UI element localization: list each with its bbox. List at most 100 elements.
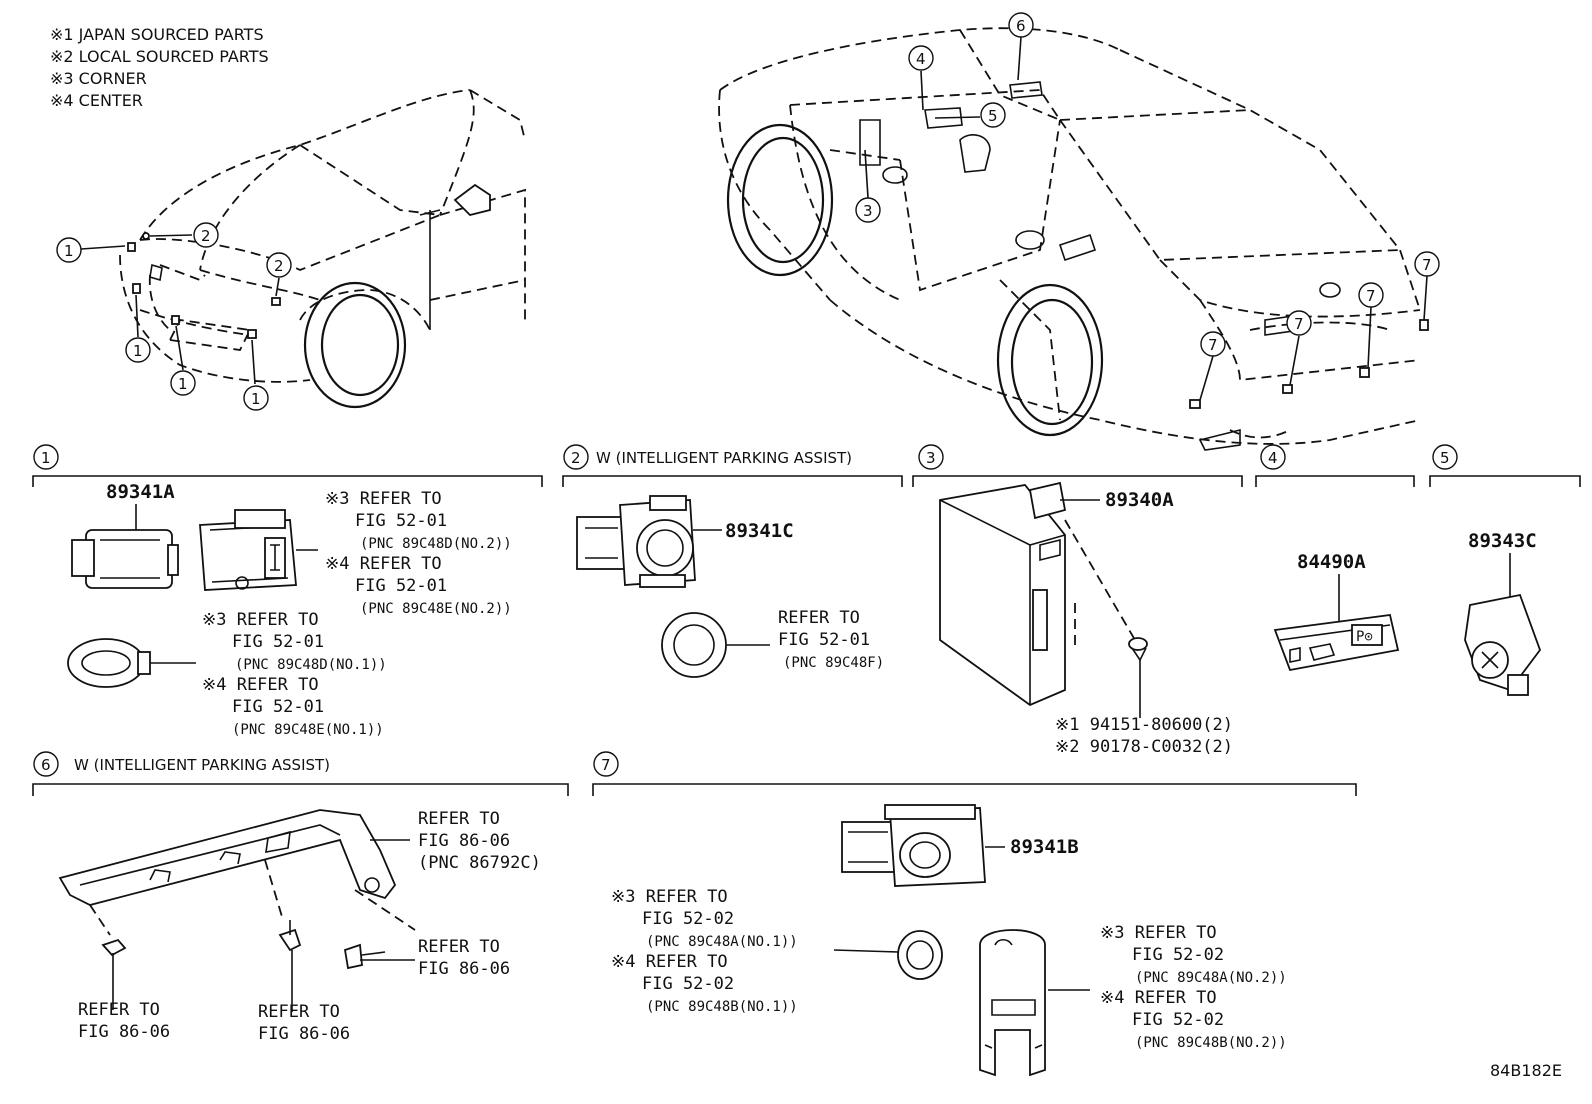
ref-7b-line2: FIG 52-02 (642, 974, 734, 994)
section-4-parts: 84490A P⊙ (1273, 551, 1400, 672)
pr-switch-label: P⊙ (1356, 629, 1373, 645)
sensor-bracket-section-7 (979, 929, 1046, 1077)
ref-7d-line3: (PNC 89C48B(NO.2)) (1135, 1035, 1287, 1051)
callout-3: 3 (863, 202, 873, 220)
section-6-header: 6 W (INTELLIGENT PARKING ASSIST) (32, 751, 569, 796)
ref-6d-line1: REFER TO (258, 1002, 340, 1022)
part-89340A-label: 89340A (1105, 489, 1174, 511)
section-6-number: 6 (41, 756, 51, 774)
ref-7c-line3: (PNC 89C48A(NO.2)) (1135, 970, 1287, 986)
section-2-parts: 89341C REFER TO FIG 52-01 (PNC 89C48F) (576, 495, 884, 678)
section-7-header: 7 (592, 751, 1357, 796)
section-5-number: 5 (1440, 449, 1450, 467)
ref-1c: ※3 REFER TO FIG 52-01 (PNC 89C48D(NO.1)) (202, 610, 387, 673)
front-car-illustration (80, 89, 526, 409)
ref-1c-line2: FIG 52-01 (232, 632, 324, 652)
section-4-header: 4 (1255, 444, 1415, 487)
ref-6c: REFER TO FIG 86-06 (78, 1000, 170, 1042)
ref-7c: ※3 REFER TO FIG 52-02 (PNC 89C48A(NO.2)) (1100, 923, 1287, 986)
section-5-header: 5 (1429, 444, 1581, 487)
section-6-title: W (INTELLIGENT PARKING ASSIST) (74, 756, 330, 774)
front-car-callouts: 1 2 1 1 1 2 (56, 222, 292, 411)
ref-6b-line2: FIG 86-06 (418, 959, 510, 979)
ref-3-line1: ※1 94151-80600(2) (1055, 715, 1233, 735)
ref-7b-line1: ※4 REFER TO (611, 952, 728, 972)
ref-7d-line2: FIG 52-02 (1132, 1010, 1224, 1030)
section-2-header: 2 W (INTELLIGENT PARKING ASSIST) (562, 444, 903, 487)
section-3-number: 3 (926, 449, 936, 467)
ref-6a-line1: REFER TO (418, 809, 500, 829)
ref-1d-line3: (PNC 89C48E(NO.1)) (232, 722, 384, 738)
callout-1-d: 1 (251, 390, 261, 408)
clip-section-6 (101, 938, 127, 1010)
callout-1-b: 1 (133, 342, 143, 360)
sensor-89341C (576, 495, 696, 588)
sensor-89341A (71, 529, 179, 589)
sensor-bracket-section-1 (199, 509, 297, 591)
ref-1b: ※4 REFER TO FIG 52-01 (PNC 89C48E(NO.2)) (325, 554, 512, 617)
ref-6d: REFER TO FIG 86-06 (258, 1002, 350, 1044)
ref-3-line2: ※2 90178-C0032(2) (1055, 737, 1233, 757)
sensor-89341B (841, 804, 986, 887)
computer-89340A (939, 481, 1067, 707)
ref-7c-line1: ※3 REFER TO (1100, 923, 1217, 943)
ref-6b-line1: REFER TO (418, 937, 500, 957)
callout-1-c: 1 (178, 375, 188, 393)
section-2-title: W (INTELLIGENT PARKING ASSIST) (596, 449, 852, 467)
ref-2: REFER TO FIG 52-01 (PNC 89C48F) (778, 608, 884, 671)
ref-7b: ※4 REFER TO FIG 52-02 (PNC 89C48B(NO.1)) (611, 952, 798, 1015)
section-6-parts: REFER TO FIG 86-06 (PNC 86792C) REFER TO… (58, 809, 541, 1044)
section-1-header: 1 (32, 444, 543, 487)
section-1-number: 1 (41, 449, 51, 467)
ref-1a-line2: FIG 52-01 (355, 511, 447, 531)
ref-6b: REFER TO FIG 86-06 (418, 937, 510, 979)
part-84490A-label: 84490A (1297, 551, 1366, 573)
sensor-retainer-section-7 (897, 930, 943, 980)
switch-84490A: P⊙ (1273, 614, 1400, 672)
ref-1d-line2: FIG 52-01 (232, 697, 324, 717)
ref-6a-line2: FIG 86-06 (418, 831, 510, 851)
ref-1d-line1: ※4 REFER TO (202, 675, 319, 695)
ref-1a-line3: (PNC 89C48D(NO.2)) (360, 536, 512, 552)
ref-2-line2: FIG 52-01 (778, 630, 870, 650)
part-89341C-label: 89341C (725, 520, 794, 542)
section-3-parts: 89340A ※1 94151-80600(2) ※2 90178-C0032(… (939, 481, 1233, 757)
note-local-sourced: ※2 LOCAL SOURCED PARTS (50, 47, 269, 66)
legend-notes: ※1 JAPAN SOURCED PARTS ※2 LOCAL SOURCED … (50, 25, 269, 110)
ref-7a-line2: FIG 52-02 (642, 909, 734, 929)
ref-6c-line2: FIG 86-06 (78, 1022, 170, 1042)
ref-1a: ※3 REFER TO FIG 52-01 (PNC 89C48D(NO.2)) (325, 489, 512, 552)
ref-6d-line2: FIG 86-06 (258, 1024, 350, 1044)
rear-car-callouts: 6 4 5 3 7 7 7 7 (855, 12, 1440, 357)
ref-3: ※1 94151-80600(2) ※2 90178-C0032(2) (1055, 715, 1233, 757)
ref-6a-line3: (PNC 86792C) (418, 853, 541, 873)
section-7-number: 7 (601, 756, 611, 774)
ref-7d: ※4 REFER TO FIG 52-02 (PNC 89C48B(NO.2)) (1100, 988, 1287, 1051)
ref-1b-line3: (PNC 89C48E(NO.2)) (360, 601, 512, 617)
callout-7-a: 7 (1208, 336, 1218, 354)
rear-car-illustration (718, 27, 1429, 451)
ref-6a: REFER TO FIG 86-06 (PNC 86792C) (418, 809, 541, 873)
screw-section-6 (343, 943, 415, 970)
callout-2-b: 2 (274, 257, 284, 275)
callout-1-a: 1 (64, 242, 74, 260)
ref-7a-line1: ※3 REFER TO (611, 887, 728, 907)
section-7-parts: 89341B ※3 REFER TO FIG 52-02 (PNC 89C48A… (611, 804, 1287, 1077)
note-center: ※4 CENTER (50, 91, 143, 110)
ref-1d: ※4 REFER TO FIG 52-01 (PNC 89C48E(NO.1)) (202, 675, 384, 738)
sensor-retainer-section-1 (67, 638, 151, 688)
ref-2-line1: REFER TO (778, 608, 860, 628)
clip-section-3 (1128, 637, 1148, 662)
ref-1b-line2: FIG 52-01 (355, 576, 447, 596)
note-corner: ※3 CORNER (50, 69, 147, 88)
callout-6: 6 (1016, 17, 1026, 35)
ref-1c-line1: ※3 REFER TO (202, 610, 319, 630)
ref-1a-line1: ※3 REFER TO (325, 489, 442, 509)
ref-1b-line1: ※4 REFER TO (325, 554, 442, 574)
section-4-number: 4 (1268, 449, 1278, 467)
figure-code: 84B182E (1490, 1061, 1562, 1080)
callout-5: 5 (988, 107, 998, 125)
part-89341B-label: 89341B (1010, 836, 1079, 858)
